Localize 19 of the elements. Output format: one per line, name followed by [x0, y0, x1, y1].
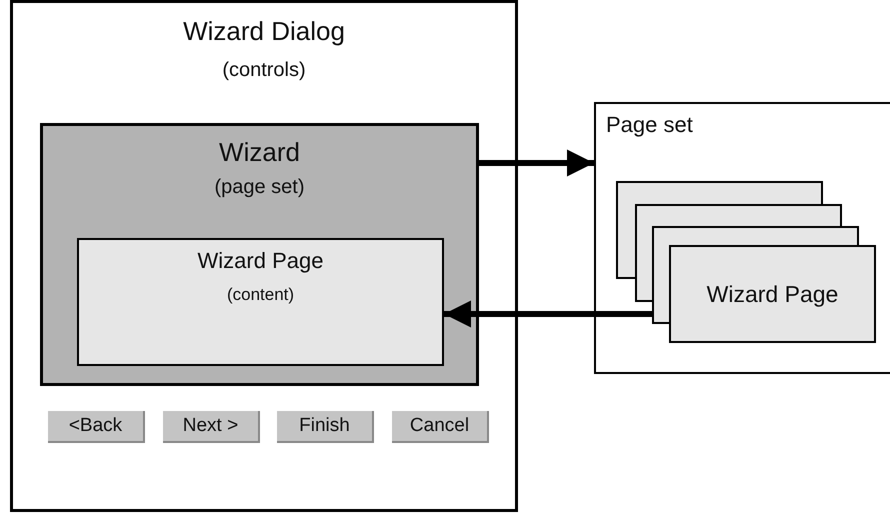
arrow	[479, 150, 594, 176]
button: <Back	[48, 411, 145, 443]
dialog-title: Wizard Dialog	[183, 17, 345, 47]
page-title: Wizard Page	[706, 280, 838, 308]
wizard-title: Wizard	[219, 138, 300, 168]
dialog-frame	[10, 0, 518, 512]
button: Cancel	[392, 411, 489, 443]
page-title: Wizard Page	[198, 248, 324, 274]
dialog-subtitle: (controls)	[222, 58, 306, 82]
page-set-title: Page set	[606, 112, 693, 138]
button: Finish	[277, 411, 374, 443]
wizard-panel	[40, 123, 479, 386]
wizard-subtitle: (page set)	[214, 176, 305, 199]
page-subtitle: (content)	[226, 285, 294, 305]
page-card	[669, 245, 876, 343]
arrow	[444, 300, 652, 328]
page-panel	[77, 238, 444, 366]
page-set-panel	[594, 102, 890, 374]
button: Next >	[163, 411, 260, 443]
